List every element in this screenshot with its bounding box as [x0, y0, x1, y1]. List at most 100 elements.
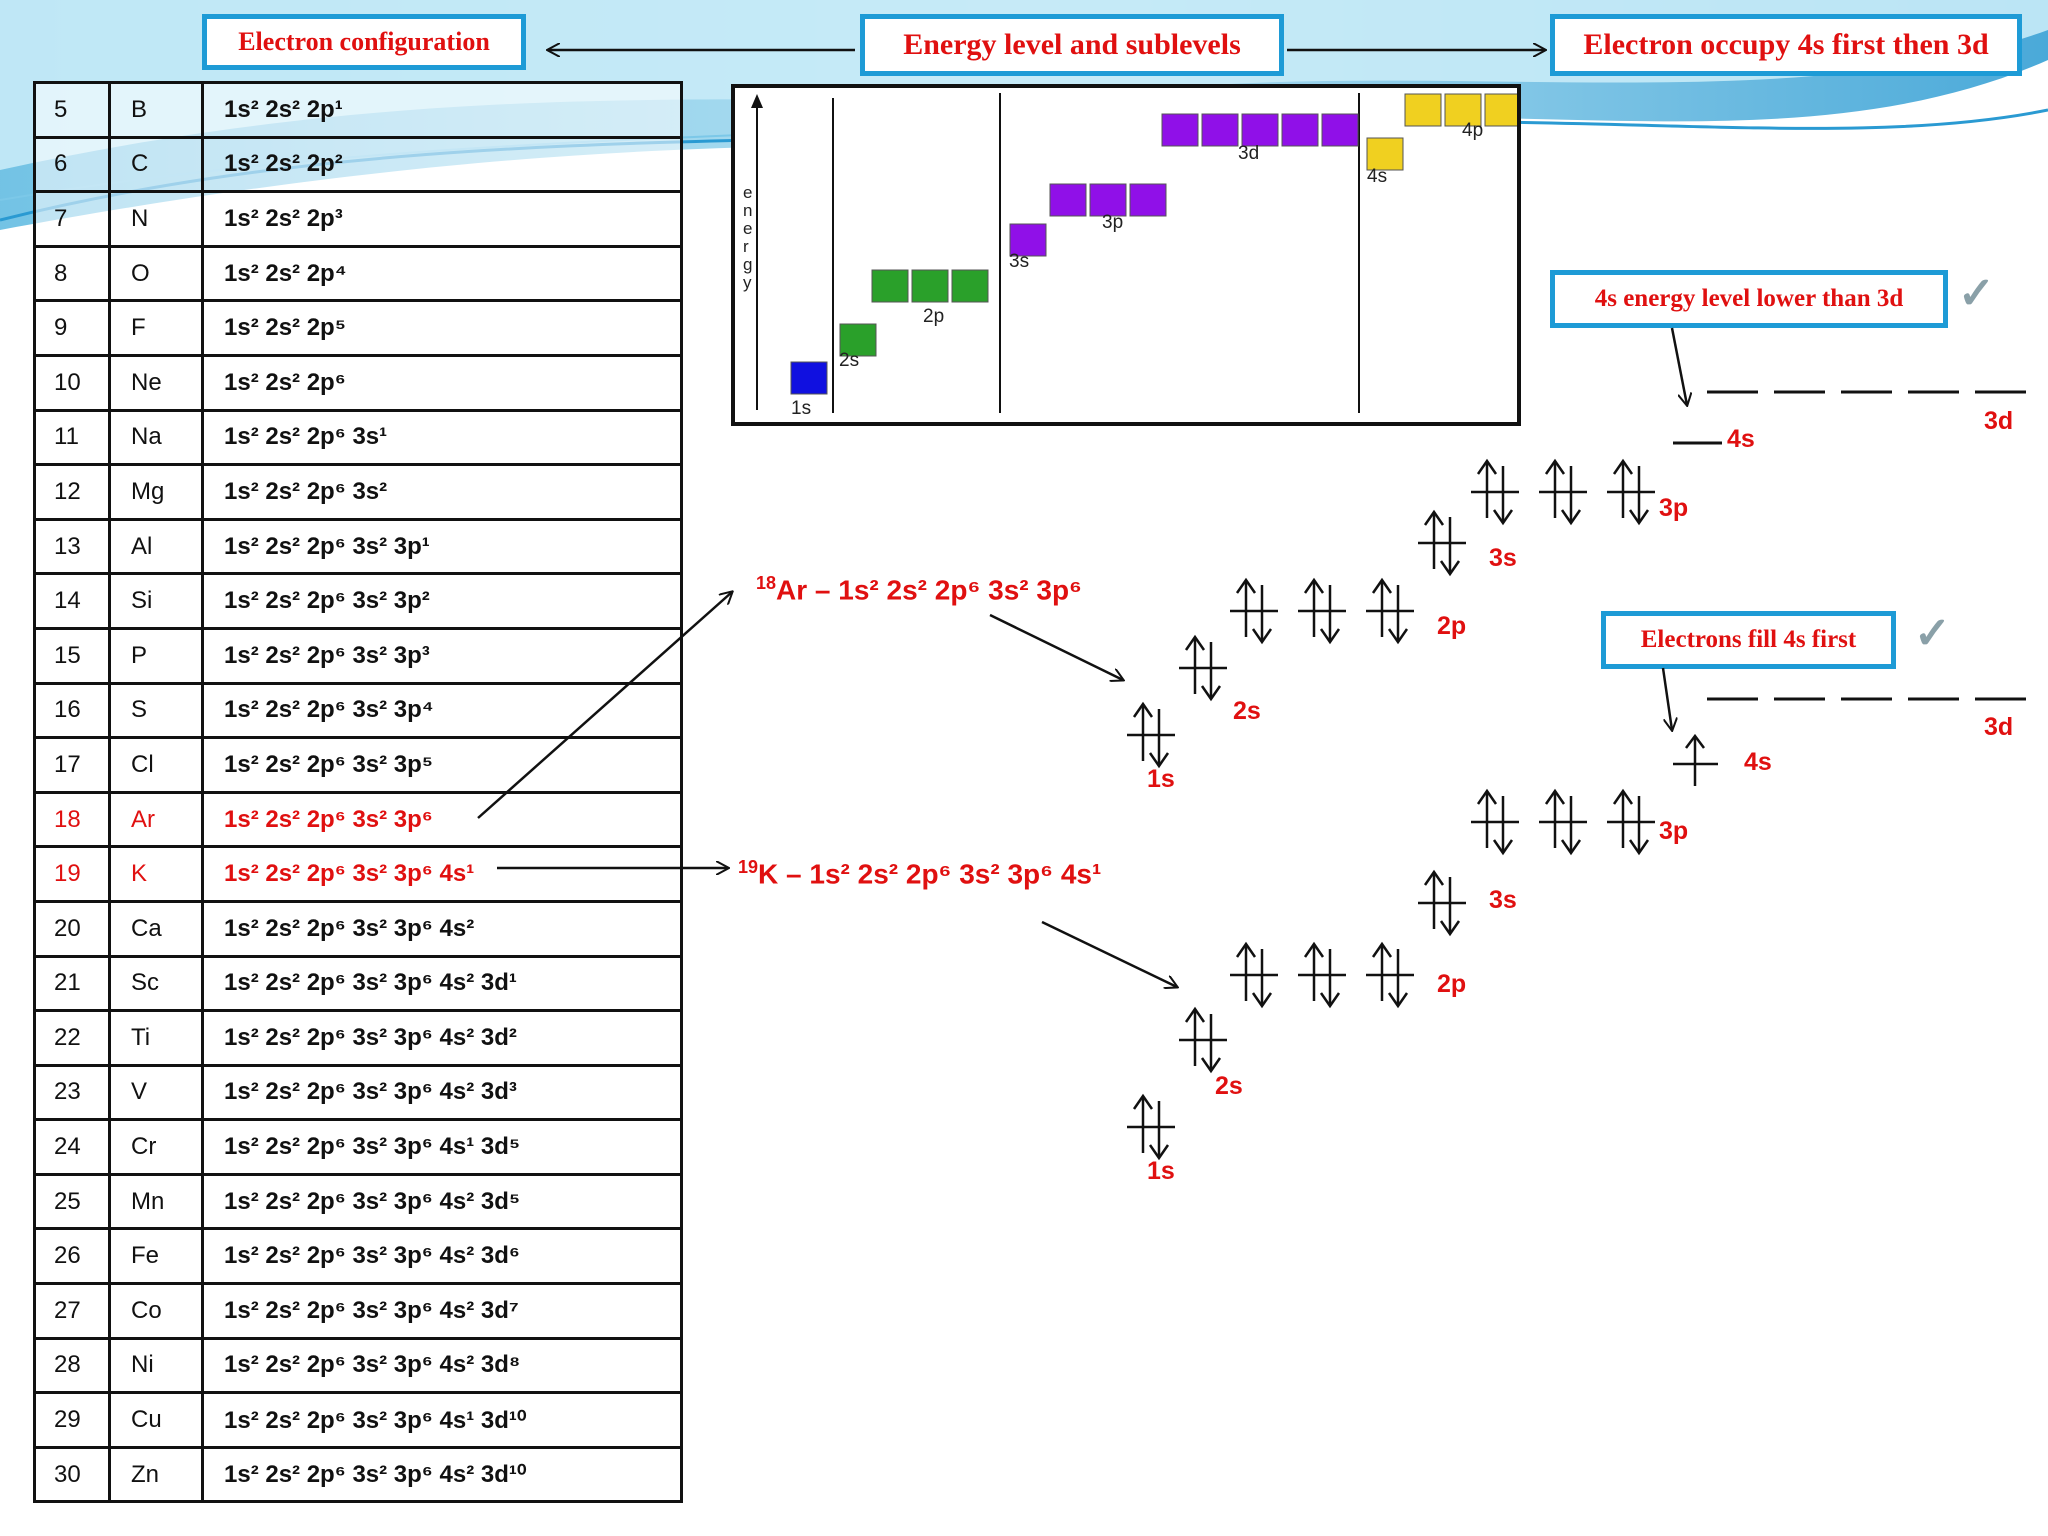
k-atomic-number: 19: [738, 857, 759, 877]
orbital-box-3p: [1089, 183, 1127, 217]
atomic-number-cell: 24: [33, 1118, 111, 1176]
atomic-number-cell: 11: [33, 408, 111, 467]
element-symbol-cell: Zn: [108, 1445, 204, 1504]
configuration-cell: 1s² 2s² 2p⁶ 3s² 3p⁶ 4s² 3d²: [201, 1009, 683, 1067]
element-symbol-cell: Cr: [108, 1118, 204, 1176]
atomic-number-cell: 9: [33, 299, 111, 357]
element-symbol-cell: Co: [108, 1282, 204, 1340]
configuration-cell: 1s² 2s² 2p⁶ 3s¹: [201, 408, 683, 467]
ar-configuration: Ar – 1s² 2s² 2p⁶ 3s² 3p⁶: [776, 574, 1082, 606]
element-symbol-cell: S: [108, 681, 204, 740]
label-3d: 3d: [1984, 713, 2014, 741]
element-symbol-cell: Na: [108, 408, 204, 467]
check-icon: ✓: [1958, 269, 1995, 318]
configuration-cell: 1s² 2s² 2p³: [201, 190, 683, 248]
element-symbol-cell: C: [108, 135, 204, 194]
element-symbol-cell: Si: [108, 572, 204, 630]
configuration-cell: 1s² 2s² 2p⁶ 3s²: [201, 463, 683, 521]
energy-axis-arrow-icon: [751, 94, 763, 108]
atomic-number-cell: 14: [33, 572, 111, 630]
orbital-box-4p: [1404, 93, 1442, 127]
sublevel-label-3p: 3p: [1102, 212, 1123, 233]
label-3s: 3s: [1489, 886, 1517, 914]
configuration-cell: 1s² 2s² 2p⁶ 3s² 3p⁶ 4s¹ 3d⁵: [201, 1118, 683, 1176]
configuration-cell: 1s² 2s² 2p⁶ 3s² 3p⁶ 4s¹ 3d¹⁰: [201, 1391, 683, 1449]
configuration-cell: 1s² 2s² 2p⁶ 3s² 3p¹: [201, 517, 683, 576]
configuration-cell: 1s² 2s² 2p⁶ 3s² 3p³: [201, 626, 683, 685]
label-1s: 1s: [1147, 1157, 1175, 1185]
atomic-number-cell: 17: [33, 736, 111, 794]
configuration-cell: 1s² 2s² 2p⁶ 3s² 3p²: [201, 572, 683, 630]
atomic-number-cell: 29: [33, 1391, 111, 1449]
sublevel-label-2p: 2p: [923, 306, 944, 327]
orbital-box-3d: [1161, 113, 1199, 147]
atomic-number-cell: 8: [33, 244, 111, 303]
orbital-box-2s: [839, 323, 877, 357]
orbital-box-4s: [1366, 137, 1404, 171]
configuration-cell: 1s² 2s² 2p⁶ 3s² 3p⁴: [201, 681, 683, 740]
atomic-number-cell: 23: [33, 1063, 111, 1122]
label-3p: 3p: [1659, 817, 1689, 845]
label-1s: 1s: [1147, 765, 1175, 793]
label-2p: 2p: [1437, 612, 1467, 640]
configuration-cell: 1s² 2s² 2p⁶ 3s² 3p⁶: [201, 790, 683, 849]
element-symbol-cell: F: [108, 299, 204, 357]
check-icon: ✓: [1914, 609, 1951, 658]
callout-fill-4s-first: Electrons fill 4s first: [1601, 611, 1896, 669]
sublevel-label-3d: 3d: [1238, 143, 1259, 164]
atomic-number-cell: 10: [33, 353, 111, 412]
label-2p: 2p: [1437, 970, 1467, 998]
element-symbol-cell: B: [108, 81, 204, 139]
label-3s: 3s: [1489, 544, 1517, 572]
configuration-cell: 1s² 2s² 2p¹: [201, 81, 683, 139]
callout-4s-lower: 4s energy level lower than 3d: [1550, 270, 1948, 328]
atomic-number-cell: 22: [33, 1009, 111, 1067]
label-2s: 2s: [1233, 697, 1261, 725]
configuration-cell: 1s² 2s² 2p⁶ 3s² 3p⁶ 4s² 3d⁷: [201, 1282, 683, 1340]
element-symbol-cell: K: [108, 845, 204, 903]
sublevel-label-4p: 4p: [1462, 120, 1483, 141]
atomic-number-cell: 6: [33, 135, 111, 194]
element-symbol-cell: Al: [108, 517, 204, 576]
configuration-cell: 1s² 2s² 2p⁶ 3s² 3p⁶ 4s² 3d⁸: [201, 1336, 683, 1395]
label-4s: 4s: [1727, 425, 1755, 453]
atomic-number-cell: 26: [33, 1227, 111, 1286]
element-symbol-cell: Mg: [108, 463, 204, 521]
configuration-cell: 1s² 2s² 2p²: [201, 135, 683, 194]
atomic-number-cell: 30: [33, 1445, 111, 1504]
element-symbol-cell: Ni: [108, 1336, 204, 1395]
element-symbol-cell: Mn: [108, 1172, 204, 1231]
orbital-box-4p: [1484, 93, 1522, 127]
element-symbol-cell: Ne: [108, 353, 204, 412]
atomic-number-cell: 7: [33, 190, 111, 248]
atomic-number-cell: 25: [33, 1172, 111, 1231]
orbital-box-3d: [1201, 113, 1239, 147]
orbital-box-3s: [1009, 223, 1047, 257]
sublevel-label-1s: 1s: [791, 398, 811, 419]
sublevel-label-3s: 3s: [1009, 251, 1029, 272]
callout-energy-levels: Energy level and sublevels: [860, 14, 1284, 76]
configuration-cell: 1s² 2s² 2p⁶ 3s² 3p⁶ 4s¹: [201, 845, 683, 903]
element-symbol-cell: Ti: [108, 1009, 204, 1067]
element-symbol-cell: P: [108, 626, 204, 685]
